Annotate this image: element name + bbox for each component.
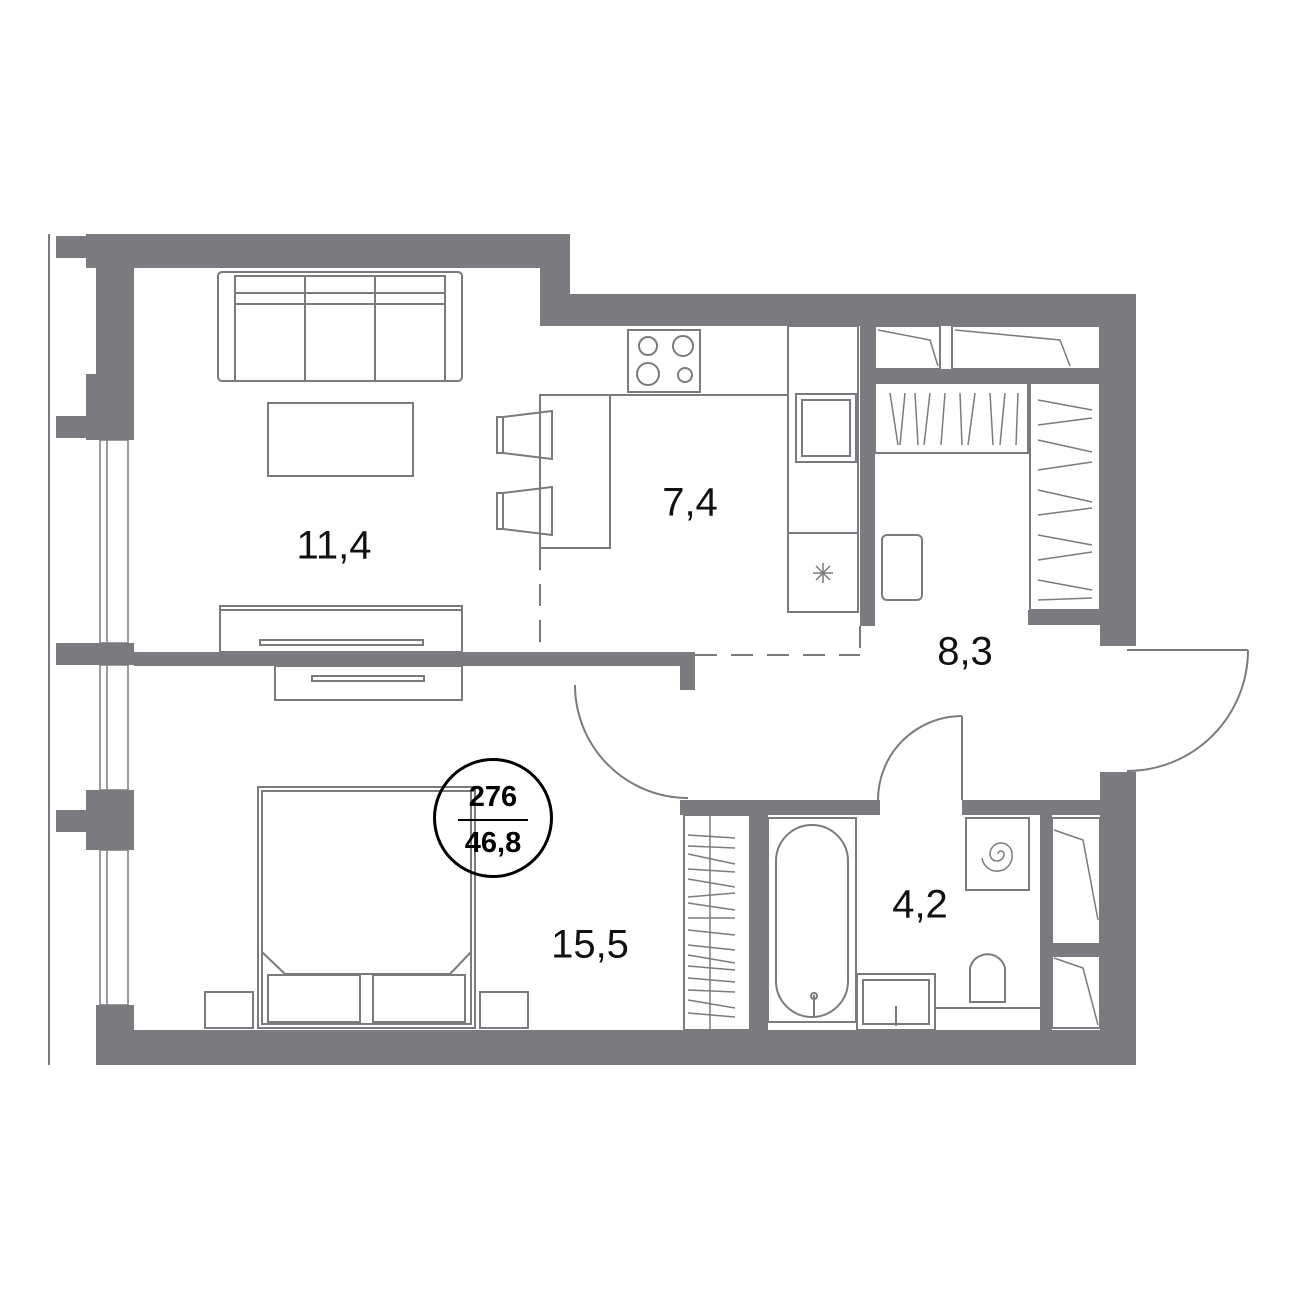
washbasin xyxy=(856,973,1040,1031)
living-room-area: 11,4 xyxy=(296,523,372,568)
bedroom-door[interactable] xyxy=(574,684,689,799)
walls xyxy=(56,234,1136,1065)
kitchen-area: 7,4 xyxy=(662,480,718,525)
total-area: 46,8 xyxy=(464,827,522,859)
bathtub xyxy=(767,817,857,1023)
hallway-area: 8,3 xyxy=(937,629,993,674)
tv-stand xyxy=(219,605,463,701)
zone-dividers xyxy=(539,548,861,656)
entrance-door[interactable] xyxy=(1126,649,1249,772)
wardrobe-bedroom xyxy=(683,814,751,1031)
sink-icon xyxy=(795,393,857,463)
bar-stools xyxy=(496,409,553,537)
windows xyxy=(99,439,129,1006)
kitchen-counters xyxy=(539,325,859,613)
bathroom-area: 4,2 xyxy=(892,882,948,927)
toilet xyxy=(969,953,1006,1003)
washer xyxy=(881,534,923,601)
bed xyxy=(204,786,529,1029)
fridge-icon xyxy=(813,563,833,583)
bedroom-area: 15,5 xyxy=(551,922,629,967)
stove-icon xyxy=(627,329,701,393)
wardrobe-hall xyxy=(874,325,1101,611)
badge-divider xyxy=(458,819,528,821)
apartment-badge: 276 46,8 xyxy=(433,758,553,878)
boiler xyxy=(965,817,1030,891)
bathroom-closets xyxy=(1051,817,1101,1029)
sofa xyxy=(217,271,463,382)
apartment-number: 276 xyxy=(468,781,518,813)
bathroom-door[interactable] xyxy=(877,715,963,801)
coffee-table xyxy=(267,402,414,477)
